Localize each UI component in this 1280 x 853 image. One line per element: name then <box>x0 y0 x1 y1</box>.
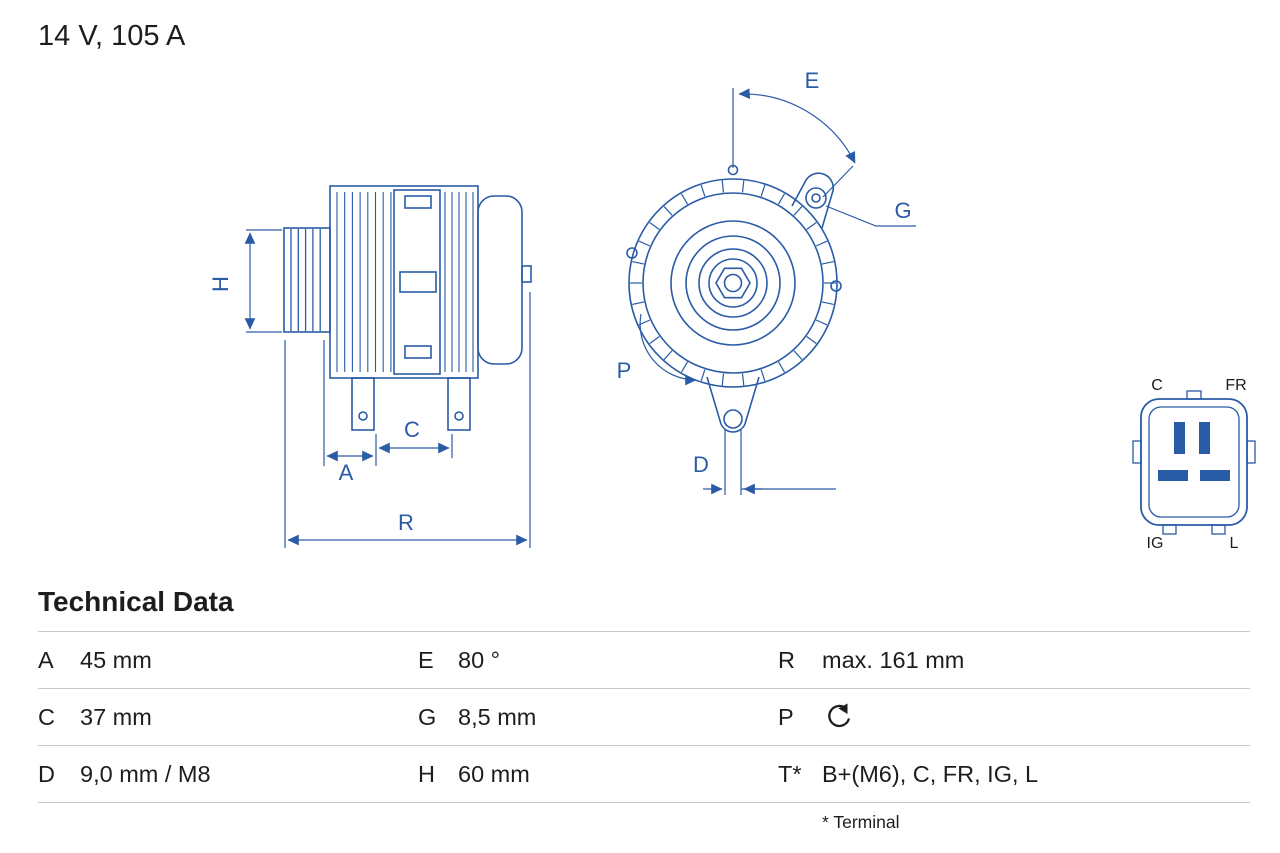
tech-key: A <box>38 646 54 673</box>
tech-value: 60 mm <box>458 760 530 787</box>
tech-key: P <box>778 703 794 730</box>
dim-label-D: D <box>693 452 709 477</box>
dim-label-G: G <box>894 198 911 223</box>
tech-value: max. 161 mm <box>822 646 965 673</box>
technical-data-section: Technical Data A 45 mm E 80 ° R max. 161… <box>38 586 1250 833</box>
tech-value: 45 mm <box>80 646 152 673</box>
tech-value: 80 ° <box>458 646 501 673</box>
connector-label-l: L <box>1230 535 1239 552</box>
tech-value: 9,0 mm / M8 <box>80 760 211 787</box>
plug-connector-view <box>1132 390 1256 535</box>
dim-label-A: A <box>339 460 354 485</box>
technical-data-heading: Technical Data <box>38 586 234 617</box>
terminal-stud <box>521 265 532 283</box>
dim-label-R: R <box>398 510 414 535</box>
fan-vent-slots <box>630 180 836 386</box>
table-row: A 45 mm E 80 ° R max. 161 mm <box>38 631 1250 688</box>
rotation-ccw-icon <box>828 703 851 728</box>
connector-label-ig: IG <box>1147 535 1164 552</box>
technical-data-table: A 45 mm E 80 ° R max. 161 mm C 37 mm G 8… <box>38 631 1250 803</box>
connector-label-fr: FR <box>1225 377 1246 394</box>
connector-label-c: C <box>1151 377 1163 394</box>
cooling-fins-left <box>336 192 392 372</box>
cooling-fins-right <box>444 192 474 372</box>
tech-key: D <box>38 760 55 787</box>
mounting-lug-top <box>791 172 835 229</box>
dim-label-P: P <box>617 358 632 383</box>
connector-pin <box>1200 470 1230 481</box>
shaft-nut <box>715 267 751 299</box>
tech-key: G <box>418 703 437 730</box>
tech-key: H <box>418 760 435 787</box>
page-title: 14 V, 105 A <box>38 20 186 52</box>
front-view-dimensions <box>639 88 916 495</box>
connector-pin <box>1158 470 1188 481</box>
alternator-side-view <box>283 185 532 431</box>
dim-label-C: C <box>404 417 420 442</box>
table-row: C 37 mm G 8,5 mm P <box>38 688 1250 745</box>
tech-key: C <box>38 703 55 730</box>
tech-key: E <box>418 646 434 673</box>
tech-value: 37 mm <box>80 703 152 730</box>
dim-label-E: E <box>805 68 820 93</box>
tech-key: R <box>778 646 795 673</box>
tech-value: 8,5 mm <box>458 703 537 730</box>
connector-pin <box>1174 422 1185 454</box>
center-band <box>393 189 441 375</box>
mounting-lug-bottom <box>706 376 760 433</box>
mounting-foot-left <box>351 377 375 431</box>
tech-key: T* <box>778 760 802 787</box>
terminal-footnote: * Terminal <box>822 812 900 832</box>
dim-label-H: H <box>208 276 233 292</box>
alternator-technical-drawing: H A C R <box>208 68 1256 552</box>
pulley-ribs <box>290 229 321 331</box>
alternator-front-view <box>626 164 842 433</box>
tech-value <box>822 701 1250 733</box>
table-row: D 9,0 mm / M8 H 60 mm T* B+(M6), C, FR, … <box>38 745 1250 802</box>
tech-value: B+(M6), C, FR, IG, L <box>822 760 1039 787</box>
mounting-foot-right <box>447 377 471 431</box>
rear-cover <box>477 195 523 365</box>
side-view-dimensions <box>244 229 531 548</box>
connector-pin <box>1199 422 1210 454</box>
